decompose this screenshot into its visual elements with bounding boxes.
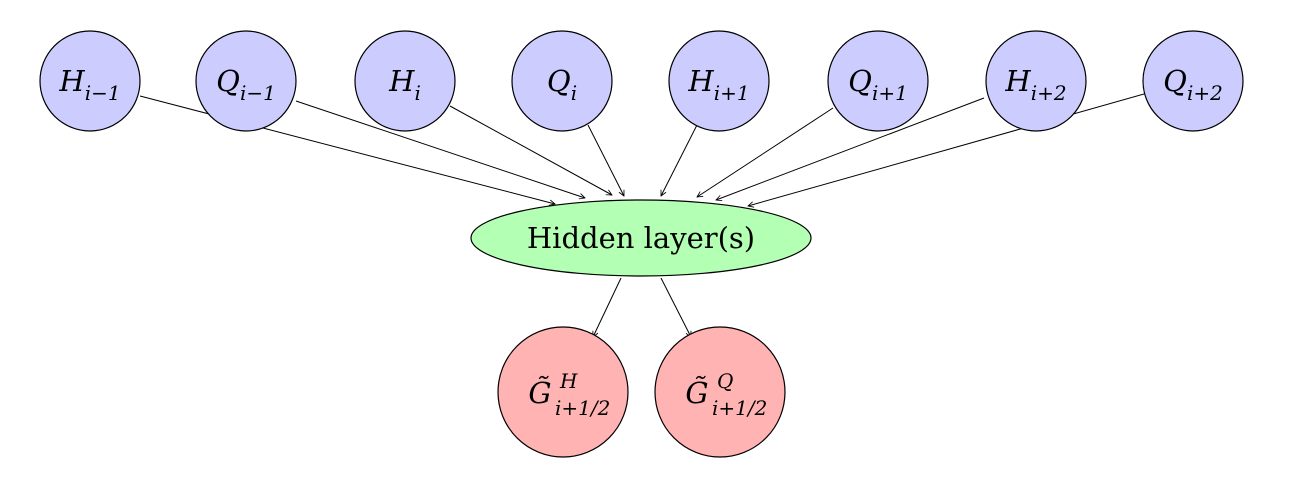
output-layer: G̃ H i+1/2 G̃ Q i+1/2	[497, 326, 786, 458]
input-layer: Hi−1 Qi−1 Hi Qi Hi+1	[39, 30, 1244, 132]
input-node-sub: i+1	[714, 81, 750, 105]
input-node-label: Qi+1	[848, 64, 908, 105]
input-node: Qi	[511, 30, 613, 132]
input-node: Qi+1	[827, 30, 929, 132]
input-node-circle	[1142, 30, 1244, 132]
input-node-sub: i	[414, 81, 420, 105]
input-node-base: Q	[1163, 64, 1187, 98]
input-node: Hi+2	[985, 30, 1087, 132]
hidden-layer-label: Hidden layer(s)	[527, 221, 755, 255]
input-node: Hi−1	[39, 30, 141, 132]
edge-arrow	[716, 97, 985, 200]
output-node-label: G̃	[685, 376, 708, 410]
input-node-base: H	[1004, 64, 1031, 98]
input-node-label: Hi	[388, 64, 421, 105]
output-node-sup: Q	[717, 369, 733, 393]
input-node-label: Hi+2	[1004, 64, 1066, 105]
edge-arrow	[660, 124, 698, 196]
input-node: Hi	[354, 30, 456, 132]
input-node-base: Q	[848, 64, 872, 98]
output-node-circle	[654, 326, 786, 458]
input-node-base: H	[58, 64, 85, 98]
input-node-label: Hi−1	[58, 64, 120, 105]
output-node-sub: i+1/2	[712, 396, 767, 420]
input-node-label: Qi−1	[216, 64, 276, 105]
input-node-label: Qi+2	[1163, 64, 1223, 105]
output-node-circle	[497, 326, 629, 458]
hidden-layer: Hidden layer(s)	[470, 199, 812, 277]
input-node-sub: i+2	[1031, 81, 1067, 105]
edge-arrow	[660, 277, 692, 337]
edge-arrow	[449, 105, 612, 195]
input-node-base: Q	[216, 64, 240, 98]
input-node-circle	[985, 30, 1087, 132]
input-node-base: H	[388, 64, 415, 98]
input-node: Qi−1	[195, 30, 297, 132]
input-node-circle	[354, 30, 456, 132]
input-node-sub: i−1	[85, 81, 121, 105]
edge-arrow	[295, 100, 585, 198]
input-node-sub: i−1	[240, 81, 276, 105]
output-node: G̃ Q i+1/2	[654, 326, 786, 458]
edge-arrow	[748, 93, 1145, 206]
hidden-layer-ellipse	[470, 199, 812, 277]
edge-arrow	[139, 95, 555, 204]
output-node-sub: i+1/2	[555, 396, 610, 420]
input-node-circle	[827, 30, 929, 132]
input-node-sub: i+1	[872, 81, 908, 105]
input-node-circle	[668, 30, 770, 132]
input-node-sub: i	[571, 81, 577, 105]
input-node-circle	[39, 30, 141, 132]
edge-arrow	[587, 124, 625, 196]
input-node-circle	[511, 30, 613, 132]
input-node-circle	[195, 30, 297, 132]
output-node: G̃ H i+1/2	[497, 326, 629, 458]
edge-arrow	[593, 277, 622, 337]
input-node-base: H	[687, 64, 714, 98]
input-node-label: Qi	[547, 64, 577, 105]
input-node: Hi+1	[668, 30, 770, 132]
input-node-sub: i+2	[1187, 81, 1223, 105]
input-node: Qi+2	[1142, 30, 1244, 132]
input-node-base: Q	[547, 64, 571, 98]
input-node-label: Hi+1	[687, 64, 749, 105]
edges	[139, 93, 1145, 337]
output-node-label: G̃	[528, 376, 551, 410]
edge-arrow	[697, 107, 834, 197]
output-node-sup: H	[559, 369, 578, 393]
